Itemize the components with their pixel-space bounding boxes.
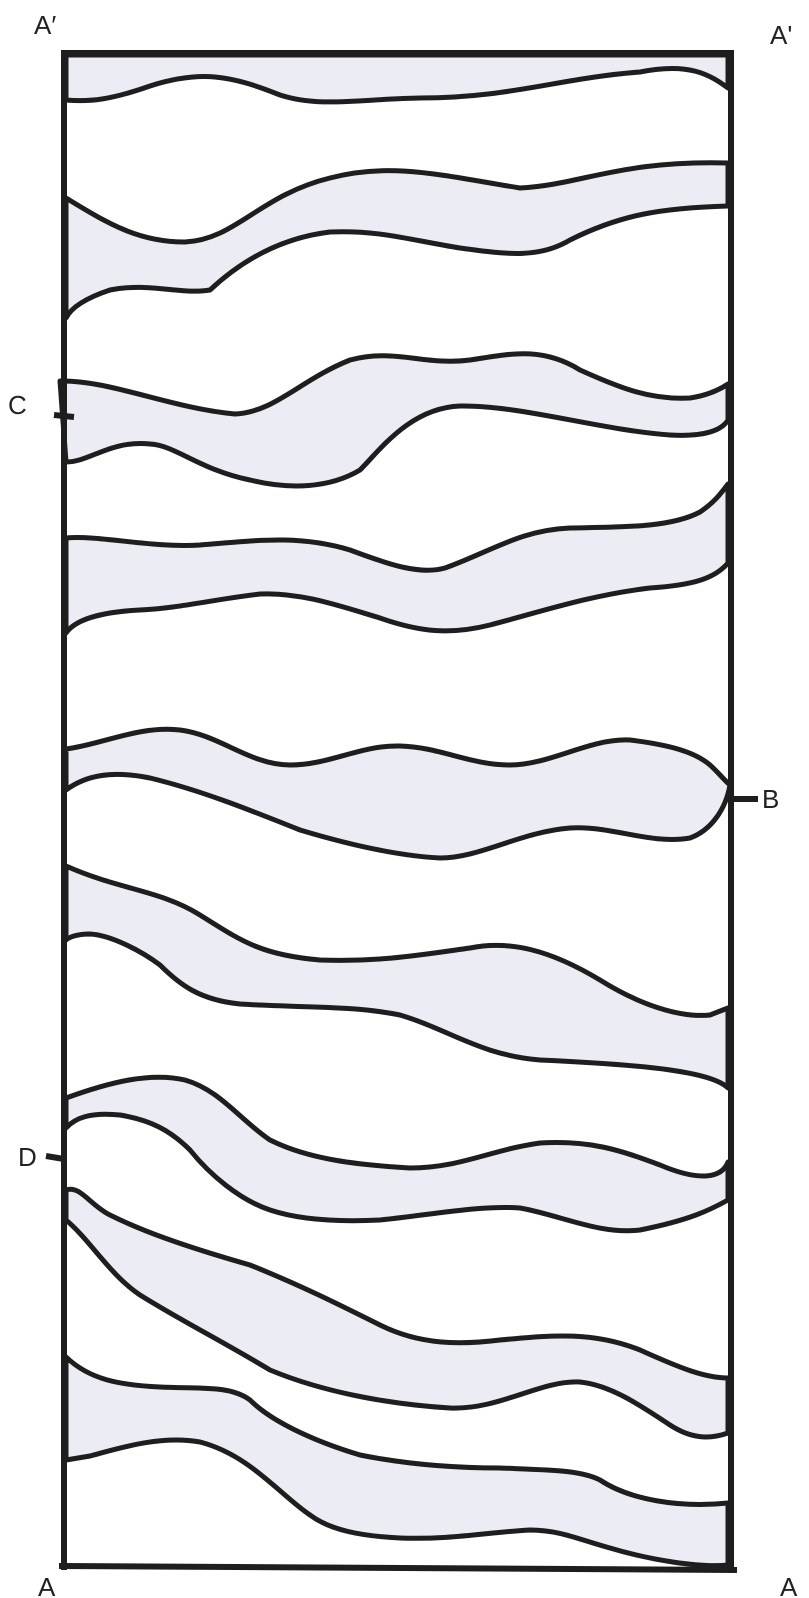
band-3 bbox=[57, 351, 731, 489]
band-8 bbox=[63, 1186, 731, 1440]
label-corner-top-left: A′ bbox=[34, 10, 56, 40]
band-2 bbox=[63, 160, 731, 321]
band-1 bbox=[63, 52, 731, 105]
band-5 bbox=[63, 726, 733, 861]
label-corner-bottom-left: A bbox=[38, 1572, 56, 1598]
label-marker-b: B bbox=[762, 784, 779, 814]
marker-c-tick bbox=[53, 412, 75, 420]
section-frame bbox=[58, 50, 738, 1574]
label-marker-c: C bbox=[8, 390, 27, 420]
band-7 bbox=[63, 1074, 731, 1234]
band-4 bbox=[63, 481, 731, 636]
layer-bands bbox=[57, 52, 733, 1569]
frame-bottom bbox=[58, 1562, 738, 1574]
label-corner-top-right: A' bbox=[770, 20, 792, 50]
label-marker-d: D bbox=[18, 1142, 37, 1172]
band-6 bbox=[63, 863, 731, 1091]
marker-d-tick bbox=[45, 1153, 65, 1162]
label-corner-bottom-right: A bbox=[780, 1572, 798, 1598]
